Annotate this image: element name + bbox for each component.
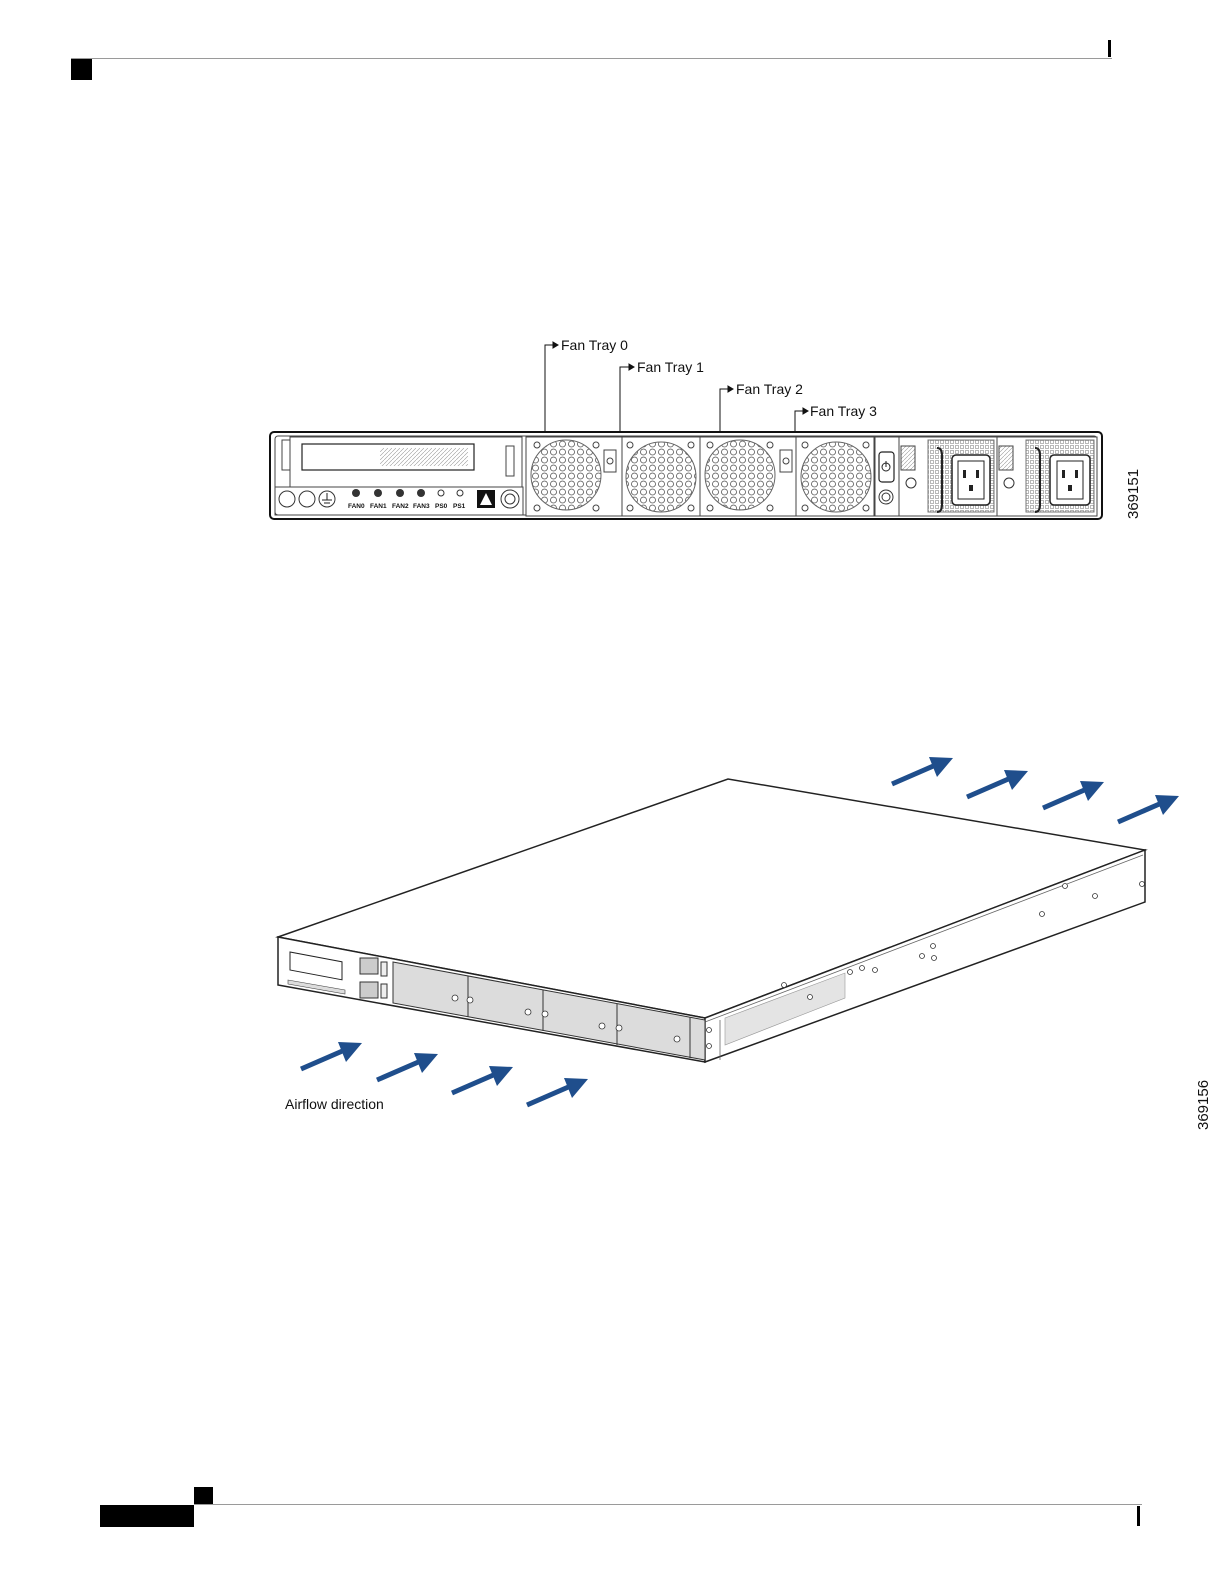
callout-fan-tray-2	[720, 386, 733, 438]
panel-label-ps1: PS1	[453, 503, 466, 510]
callout-label-fan-tray-2: Fan Tray 2	[736, 381, 803, 397]
callout-label-fan-tray-3: Fan Tray 3	[810, 403, 877, 419]
front-port	[360, 982, 378, 998]
airflow-arrow	[452, 1066, 513, 1093]
callout-fan-tray-0	[545, 342, 558, 438]
figure-airflow: Airflow direction	[278, 757, 1179, 1112]
power-supply-0	[899, 437, 997, 516]
fan-tray-0	[526, 437, 622, 516]
airflow-arrow	[892, 757, 953, 784]
fan-tray-2	[700, 437, 796, 516]
panel-label-fan2: FAN2	[392, 503, 409, 510]
callout-fan-tray-1	[620, 364, 634, 438]
power-supply-1	[997, 437, 1097, 516]
airflow-exit-arrows	[892, 757, 1179, 822]
callout-label-fan-tray-0: Fan Tray 0	[561, 337, 628, 353]
airflow-arrow	[527, 1078, 588, 1105]
airflow-arrow	[377, 1053, 438, 1080]
airflow-arrow	[1118, 795, 1179, 822]
fan-tray-3	[796, 437, 874, 516]
figure-id-369151: 369151	[1125, 469, 1142, 519]
airflow-arrow	[967, 770, 1028, 797]
fan-tray-1	[622, 437, 700, 516]
power-switch	[875, 437, 899, 516]
panel-label-fan3: FAN3	[413, 503, 430, 510]
airflow-arrow	[301, 1042, 362, 1069]
callout-label-fan-tray-1: Fan Tray 1	[637, 359, 704, 375]
front-port	[360, 958, 378, 974]
airflow-arrow	[1043, 781, 1104, 808]
panel-label-fan1: FAN1	[370, 503, 387, 510]
panel-label-fan0: FAN0	[348, 503, 365, 510]
panel-label-ps0: PS0	[435, 503, 448, 510]
airflow-direction-label: Airflow direction	[285, 1096, 384, 1112]
figure-id-369156: 369156	[1195, 1080, 1212, 1130]
